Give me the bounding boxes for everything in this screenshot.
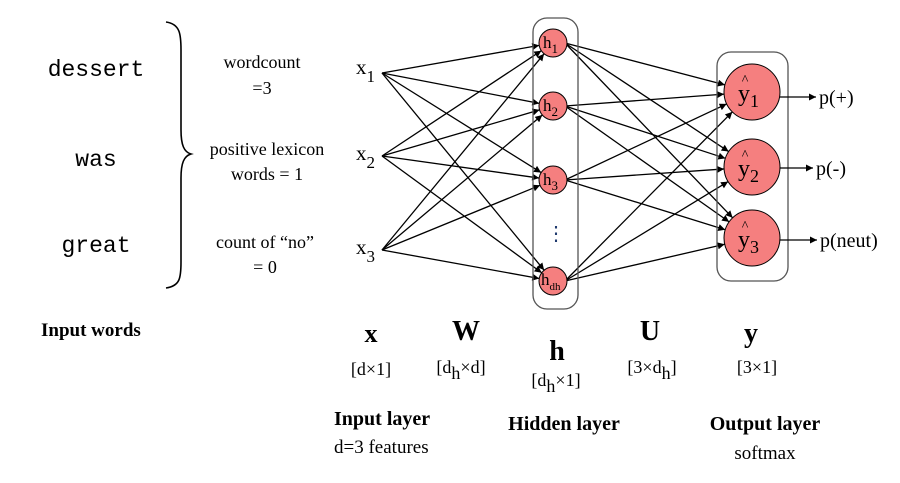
hidden-layer-title: Hidden layer [508,413,620,435]
output-layer-box [716,51,789,282]
svg-text:h3: h3 [543,170,558,193]
feature-descriptions: wordcount =3 positive lexicon words = 1 … [210,52,324,277]
edge-input-hidden [381,184,541,251]
feature-line: words = 1 [231,164,303,184]
edge-hidden-output [564,165,725,181]
symbol-W: W [452,316,480,347]
edge-input-hidden [381,72,540,106]
hidden-nodes: h1 h2 h3 ⋮ hdh [538,28,568,296]
edge-input-hidden [381,114,543,251]
input-words-caption: Input words [41,320,141,341]
input-node-x2: x2 [356,141,375,172]
edge-hidden-output [564,42,726,87]
input-words: dessert was great [48,57,145,259]
feature-line: = 0 [253,257,277,277]
input-layer-title: Input layer [334,408,430,430]
dim-h: [dh×1] [531,370,580,396]
input-node-x1: x1 [356,55,375,86]
input-nodes: x1 x2 x3 [356,55,375,266]
input-word: was [75,147,116,173]
svg-text:y2: y2 [738,156,759,186]
input-word: dessert [48,57,145,83]
dim-W: [dh×d] [436,357,485,383]
prob-label: p(neut) [820,230,878,252]
symbol-h: h [549,336,565,367]
prob-label: p(-) [816,158,846,180]
output-probabilities: p(+) p(-) p(neut) [780,87,878,252]
hidden-layer-box [532,17,579,310]
feature-line: count of “no” [216,232,314,252]
input-word: great [61,233,130,259]
hidden-node-hdh: hdh [538,266,568,296]
hidden-node-h3: h3 [538,165,568,195]
hat-accent: ^ [742,219,749,234]
edge-input-hidden [381,43,540,74]
edge-input-hidden [381,155,540,181]
edge-hidden-output [564,105,726,160]
output-layer-title: Output layer [710,413,821,435]
edge-hidden-output [564,42,730,153]
output-layer-subtitle: softmax [734,443,796,464]
feature-line: wordcount [224,52,301,72]
edge-hidden-output [564,42,734,219]
edge-input-hidden [381,72,542,174]
prob-label: p(+) [819,87,854,109]
svg-text:hdh: hdh [541,270,561,293]
hat-accent: ^ [742,73,749,88]
svg-text:h1: h1 [543,33,558,56]
edge-hidden-output [564,242,725,282]
dim-U: [3×dh] [627,357,676,383]
hat-accent: ^ [742,148,749,163]
edge-hidden-output [564,91,725,107]
svg-text:h2: h2 [543,96,558,119]
output-node-y2: ^ y2 [723,138,781,196]
edge-input-hidden [381,50,542,157]
output-node-y1: ^ y1 [723,63,781,121]
svg-text:y3: y3 [738,227,759,257]
dim-x: [d×1] [351,359,391,379]
edge-input-hidden [381,72,545,271]
symbol-U: U [640,316,660,347]
edge-hidden-output [564,179,726,231]
edge-hidden-output [564,103,727,181]
output-node-y3: ^ y3 [723,209,781,267]
edge-input-hidden [381,155,543,274]
edge-input-hidden [381,249,540,281]
edge-input-hidden [381,108,540,157]
symbol-y: y [744,318,758,349]
feature-line: positive lexicon [210,139,324,159]
hidden-node-h1: h1 [538,28,568,58]
hidden-ellipsis: ⋮ [546,223,566,245]
edge-hidden-output [564,181,729,282]
edge-hidden-output [564,105,730,223]
svg-text:y1: y1 [738,81,759,111]
input-layer-subtitle: d=3 features [334,437,429,458]
curly-brace [165,21,194,289]
output-nodes: ^ y1 ^ y2 ^ y3 [723,63,781,267]
input-node-x3: x3 [356,235,375,266]
edge-input-hidden [381,53,545,251]
symbol-x: x [365,319,378,348]
connections [381,42,734,282]
edge-hidden-output [564,111,733,282]
hidden-node-h2: h2 [538,91,568,121]
feature-line: =3 [252,78,271,98]
dim-y: [3×1] [737,357,777,377]
